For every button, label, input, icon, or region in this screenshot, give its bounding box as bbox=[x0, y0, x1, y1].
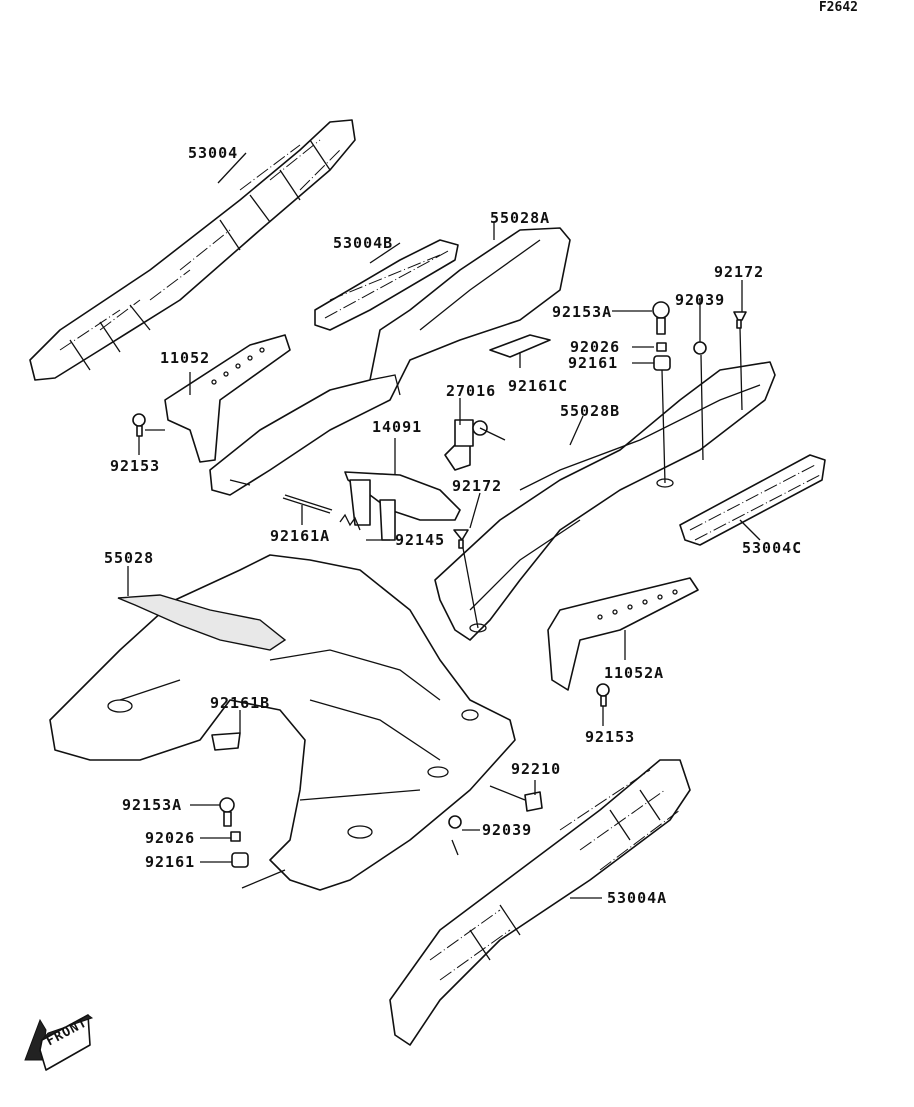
hardware-bottom-left bbox=[219, 797, 286, 889]
part-label-92161-bottom[interactable]: 92161 bbox=[145, 853, 196, 871]
part-label-92145[interactable]: 92145 bbox=[395, 531, 446, 549]
diagram-code: F2642 bbox=[818, 0, 858, 15]
mat-53004B bbox=[314, 239, 459, 331]
part-label-55028B[interactable]: 55028B bbox=[560, 402, 621, 420]
part-label-53004C[interactable]: 53004C bbox=[742, 539, 803, 557]
part-label-11052A[interactable]: 11052A bbox=[604, 664, 665, 682]
hardware-left bbox=[132, 413, 165, 437]
mat-53004 bbox=[29, 119, 356, 381]
bracket-11052A bbox=[547, 577, 699, 691]
part-label-92153-left[interactable]: 92153 bbox=[110, 457, 161, 475]
front-arrow-icon bbox=[24, 1014, 94, 1071]
part-label-92039-bottom[interactable]: 92039 bbox=[482, 821, 533, 839]
part-label-92026-bottom[interactable]: 92026 bbox=[145, 829, 196, 847]
lock-27016 bbox=[444, 419, 506, 471]
part-label-92161C[interactable]: 92161C bbox=[508, 377, 569, 395]
part-label-92161A[interactable]: 92161A bbox=[270, 527, 331, 545]
part-label-92210[interactable]: 92210 bbox=[511, 760, 562, 778]
part-label-27016[interactable]: 27016 bbox=[446, 382, 497, 400]
cap-92161B bbox=[211, 732, 241, 751]
cover-55028B bbox=[434, 361, 776, 641]
leader-lines bbox=[127, 152, 761, 899]
cover-55028A bbox=[209, 227, 571, 496]
hardware-mid bbox=[453, 529, 479, 629]
part-label-92153-right[interactable]: 92153 bbox=[585, 728, 636, 746]
part-label-92153A-bottom[interactable]: 92153A bbox=[122, 796, 183, 814]
part-label-55028A[interactable]: 55028A bbox=[490, 209, 551, 227]
pad-92161C bbox=[489, 334, 551, 358]
part-label-11052[interactable]: 11052 bbox=[160, 349, 211, 367]
body-55028 bbox=[49, 554, 516, 891]
hardware-right bbox=[596, 683, 610, 707]
part-label-92172-mid[interactable]: 92172 bbox=[452, 477, 503, 495]
hardware-top bbox=[652, 301, 747, 484]
mat-53004A bbox=[389, 759, 691, 1046]
part-label-55028[interactable]: 55028 bbox=[104, 549, 155, 567]
hardware-bottom-mid bbox=[448, 785, 543, 856]
part-label-53004[interactable]: 53004 bbox=[188, 144, 239, 162]
part-label-92026-top[interactable]: 92026 bbox=[570, 338, 621, 356]
part-label-92153A-top[interactable]: 92153A bbox=[552, 303, 613, 321]
part-label-92039-top[interactable]: 92039 bbox=[675, 291, 726, 309]
bracket-11052 bbox=[164, 334, 291, 463]
part-label-14091[interactable]: 14091 bbox=[372, 418, 423, 436]
part-label-92172-top[interactable]: 92172 bbox=[714, 263, 765, 281]
mat-53004C bbox=[679, 454, 826, 546]
part-label-53004A[interactable]: 53004A bbox=[607, 889, 668, 907]
part-label-92161-top[interactable]: 92161 bbox=[568, 354, 619, 372]
part-label-92161B[interactable]: 92161B bbox=[210, 694, 271, 712]
hinge-cover-14091 bbox=[344, 471, 461, 541]
spring-92145 bbox=[339, 513, 361, 531]
part-label-53004B[interactable]: 53004B bbox=[333, 234, 394, 252]
rod-92161A bbox=[282, 494, 333, 514]
